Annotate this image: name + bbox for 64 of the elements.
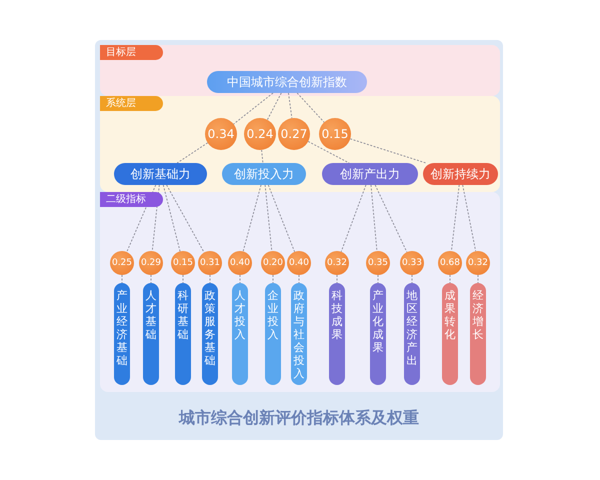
connector-line	[350, 138, 426, 164]
index-pill: 中国城市综合创新指数	[207, 71, 367, 93]
weight-circle: 0.32	[466, 251, 490, 275]
weight-circle: 0.27	[278, 118, 310, 150]
indicator-bar: 政府与社会投入	[291, 283, 307, 385]
indicator-bar: 成果转化	[442, 283, 458, 385]
weight-circle: 0.15	[319, 118, 351, 150]
indicator-bar: 产业经济基础	[114, 283, 130, 385]
weight-circle: 0.20	[261, 251, 285, 275]
weight-circle: 0.24	[244, 118, 276, 150]
layer-tag: 系统层	[100, 96, 163, 111]
connector-line	[462, 184, 476, 252]
connector-line	[296, 92, 325, 123]
connector-line	[272, 274, 274, 284]
indicator-bar: 产业化成果	[370, 283, 386, 385]
caption: 城市综合创新评价指标体系及权重	[178, 408, 420, 429]
layer-tag: 二级指标	[100, 192, 163, 207]
indicator-bar: 政策服务基础	[202, 283, 218, 385]
indicator-bar: 地区经济产出	[404, 283, 420, 385]
connector-line	[150, 274, 152, 284]
layer-band	[100, 45, 500, 96]
connector-line	[374, 184, 408, 253]
category-pill: 创新基础力	[114, 163, 207, 185]
weight-circle: 0.15	[171, 251, 195, 275]
connector-line	[233, 92, 274, 125]
connector-line	[176, 142, 208, 164]
indicator-bar: 人才投入	[232, 283, 248, 385]
connector-line	[288, 92, 292, 119]
indicator-bar: 科研基础	[175, 283, 191, 385]
connector-line	[298, 274, 300, 284]
connector-line	[166, 184, 205, 253]
connector-line	[308, 141, 350, 164]
weight-circle: 0.40	[228, 251, 252, 275]
category-pill: 创新持续力	[423, 163, 498, 185]
connector-line	[268, 184, 296, 252]
indicator-bar: 人才基础	[143, 283, 159, 385]
connector-line	[261, 149, 264, 164]
connector-line	[340, 184, 366, 252]
indicator-bar: 企业投入	[265, 283, 281, 385]
layer-tag: 目标层	[100, 45, 163, 60]
connector-line	[182, 274, 184, 284]
weight-circle: 0.40	[287, 251, 311, 275]
indicator-bar: 科技成果	[329, 283, 345, 385]
connector-line	[370, 184, 378, 252]
weight-circle: 0.34	[205, 118, 237, 150]
weight-circle: 0.32	[325, 251, 349, 275]
category-pill: 创新投入力	[222, 163, 306, 185]
weight-circle: 0.35	[366, 251, 390, 275]
connector-line	[266, 92, 282, 120]
connector-line	[336, 274, 338, 284]
weight-circle: 0.31	[198, 251, 222, 275]
connector-line	[242, 184, 262, 252]
category-pill: 创新产出力	[322, 163, 418, 185]
weight-circle: 0.33	[400, 251, 424, 275]
connector-line	[450, 184, 460, 252]
weight-circle: 0.25	[110, 251, 134, 275]
connector-line	[264, 184, 272, 252]
weight-circle: 0.29	[139, 251, 163, 275]
connector-line	[162, 184, 180, 252]
layer-band	[100, 96, 500, 192]
layer-band	[100, 192, 500, 392]
connector-line	[126, 184, 156, 252]
weight-circle: 0.68	[438, 251, 462, 275]
indicator-bar: 经济增长	[470, 283, 486, 385]
